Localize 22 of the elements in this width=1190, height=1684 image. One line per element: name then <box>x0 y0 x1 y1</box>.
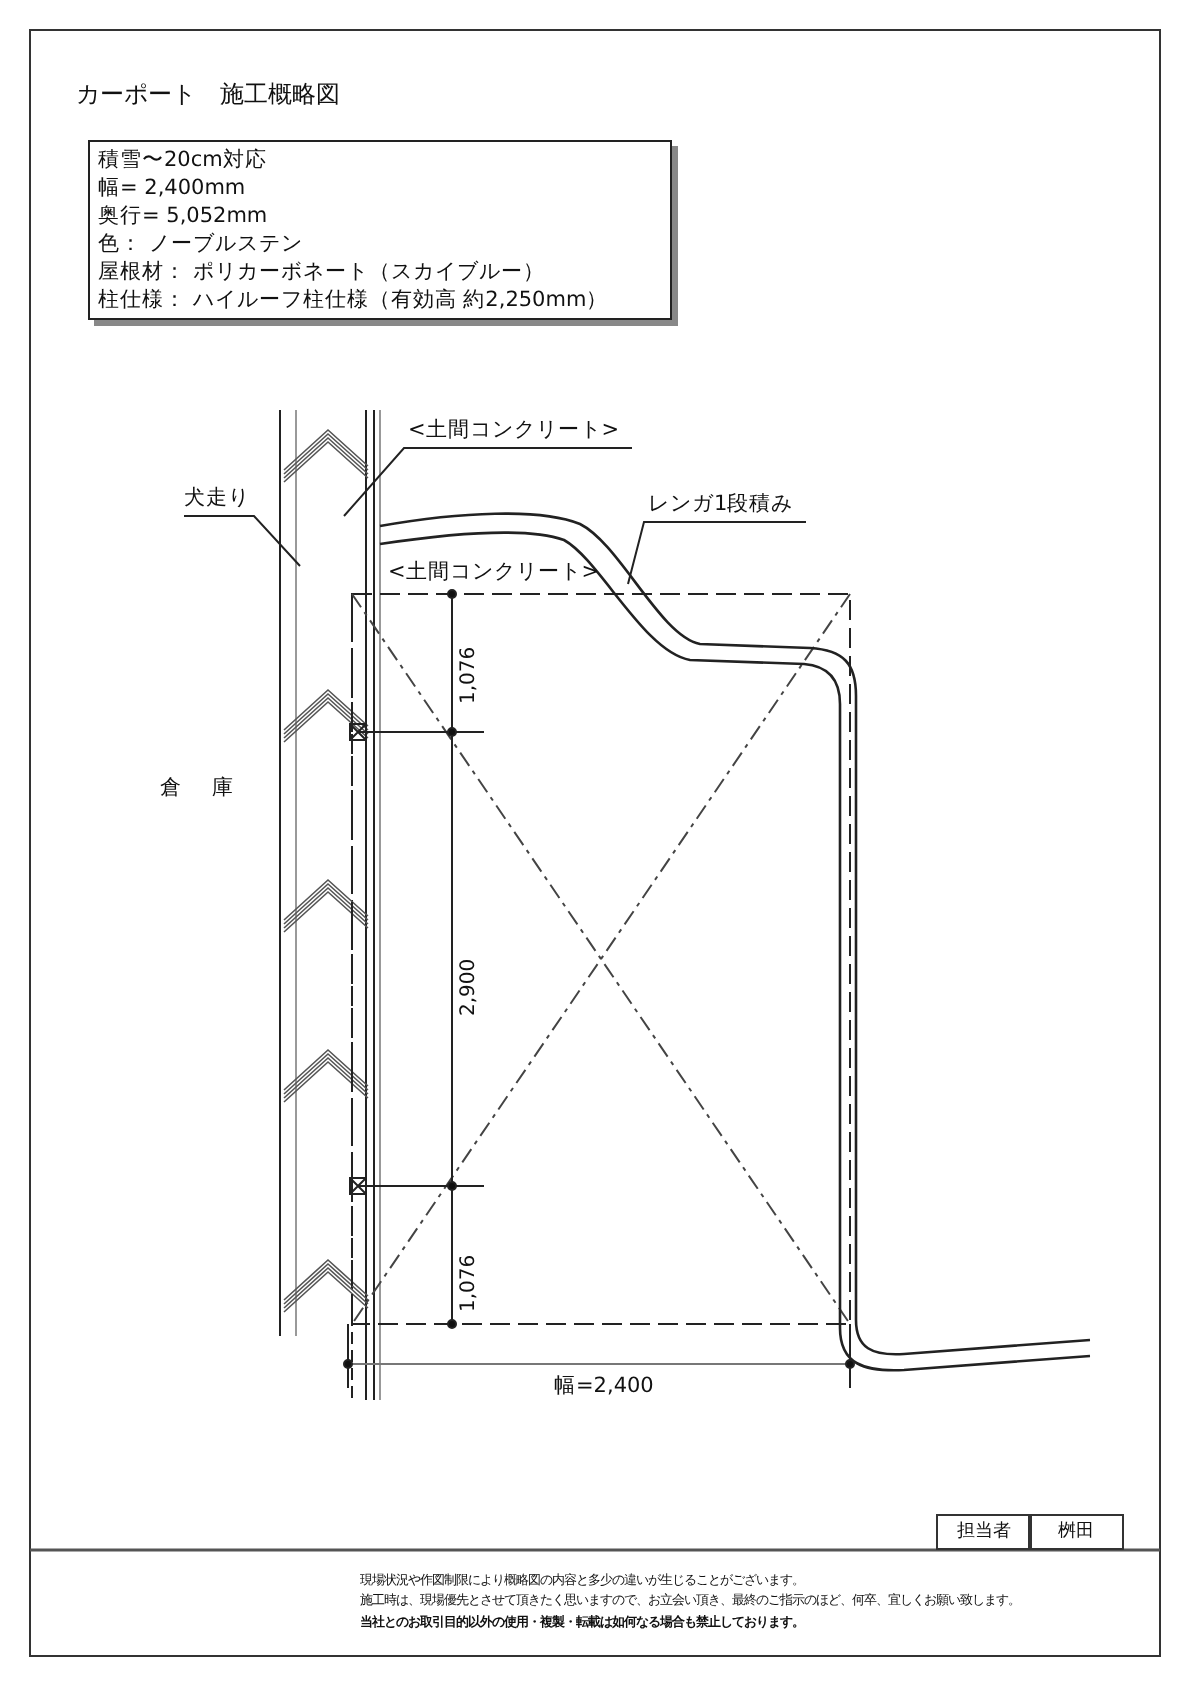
dimension-text: 1,076 <box>458 646 482 704</box>
spec-text: 奥行= 5,052mm <box>98 202 270 230</box>
dimension-text: 1,076 <box>458 1254 482 1312</box>
spec-text: 色： ノーブルステン <box>98 230 305 258</box>
area-label: <土間コンクリート> <box>388 560 600 586</box>
leader-line <box>343 447 633 517</box>
leader-label: 犬走り <box>184 486 250 512</box>
leader-line <box>183 515 301 567</box>
leader-label: <土間コンクリート> <box>408 418 620 444</box>
table-cell: 桝田 <box>1028 1514 1124 1550</box>
spec-text: 積雪〜20cm対応 <box>98 146 269 174</box>
spec-box <box>88 140 672 320</box>
dimension-text: 2,900 <box>458 958 482 1016</box>
spec-text: 屋根材： ポリカーボネート（スカイブルー） <box>98 258 547 286</box>
title: カーポート 施工概略図 <box>76 80 340 109</box>
table-cell: 担当者 <box>936 1514 1032 1550</box>
dimension-text: 幅=2,400 <box>554 1374 654 1400</box>
spec-text: 幅= 2,400mm <box>98 174 248 202</box>
room-label: 倉 庫 <box>160 776 238 802</box>
leader-line <box>627 521 807 585</box>
leader-label: レンガ1段積み <box>648 492 794 518</box>
spec-text: 柱仕様： ハイルーフ柱仕様（有効高 約2,250mm） <box>98 286 611 314</box>
